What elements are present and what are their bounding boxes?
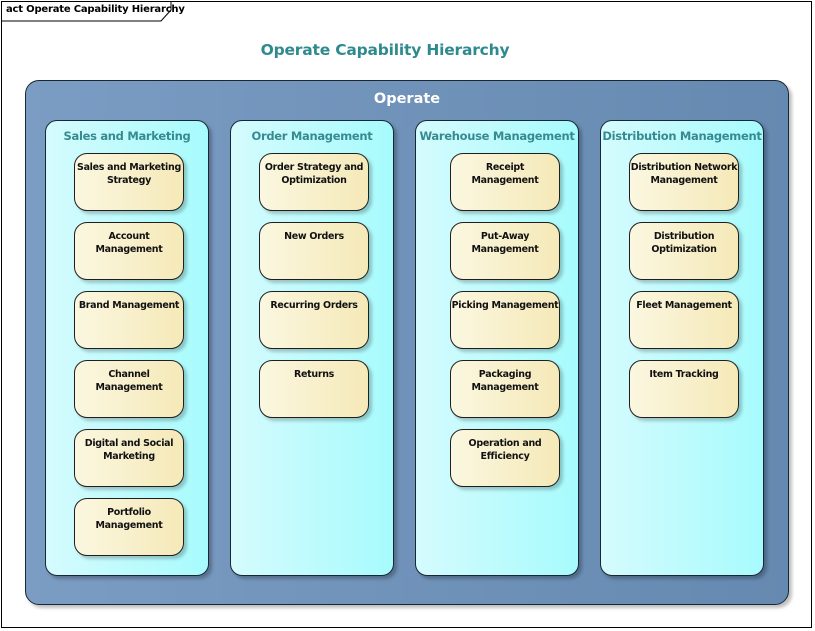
capability-digital-and-social-marketing[interactable]: Digital and Social Marketing: [74, 429, 184, 487]
capability-packaging-management[interactable]: Packaging Management: [450, 360, 560, 418]
capability-channel-management[interactable]: Channel Management: [74, 360, 184, 418]
operate-container[interactable]: Operate Sales and Marketing Sales and Ma…: [25, 80, 789, 605]
diagram-title: Operate Capability Hierarchy: [260, 41, 510, 59]
capability-picking-management[interactable]: Picking Management: [450, 291, 560, 349]
frame-tab-outline: [1, 1, 172, 22]
capability-distribution-network-management[interactable]: Distribution Network Management: [629, 153, 739, 211]
frame-label: act Operate Capability Hierarchy: [6, 4, 185, 15]
lane-order-management[interactable]: Order Management Order Strategy and Opti…: [230, 120, 394, 576]
lane-distribution-management[interactable]: Distribution Management Distribution Net…: [600, 120, 764, 576]
capability-order-strategy-and-optimization[interactable]: Order Strategy and Optimization: [259, 153, 369, 211]
capability-returns[interactable]: Returns: [259, 360, 369, 418]
lane-title: Sales and Marketing: [63, 129, 191, 143]
operate-title: Operate: [373, 91, 441, 107]
capability-sales-and-marketing-strategy[interactable]: Sales and Marketing Strategy: [74, 153, 184, 211]
capability-new-orders[interactable]: New Orders: [259, 222, 369, 280]
capability-distribution-optimization[interactable]: Distribution Optimization: [629, 222, 739, 280]
capability-item-tracking[interactable]: Item Tracking: [629, 360, 739, 418]
capability-recurring-orders[interactable]: Recurring Orders: [259, 291, 369, 349]
lane-warehouse-management[interactable]: Warehouse Management Receipt Management …: [415, 120, 579, 576]
lane-title: Warehouse Management: [419, 129, 575, 143]
capability-account-management[interactable]: Account Management: [74, 222, 184, 280]
capability-put-away-management[interactable]: Put-Away Management: [450, 222, 560, 280]
capability-operation-and-efficiency[interactable]: Operation and Efficiency: [450, 429, 560, 487]
lane-title: Distribution Management: [602, 129, 762, 143]
lane-title: Order Management: [251, 129, 373, 143]
capability-brand-management[interactable]: Brand Management: [74, 291, 184, 349]
lane-sales-and-marketing[interactable]: Sales and Marketing Sales and Marketing …: [45, 120, 209, 576]
capability-receipt-management[interactable]: Receipt Management: [450, 153, 560, 211]
capability-portfolio-management[interactable]: Portfolio Management: [74, 498, 184, 556]
capability-fleet-management[interactable]: Fleet Management: [629, 291, 739, 349]
